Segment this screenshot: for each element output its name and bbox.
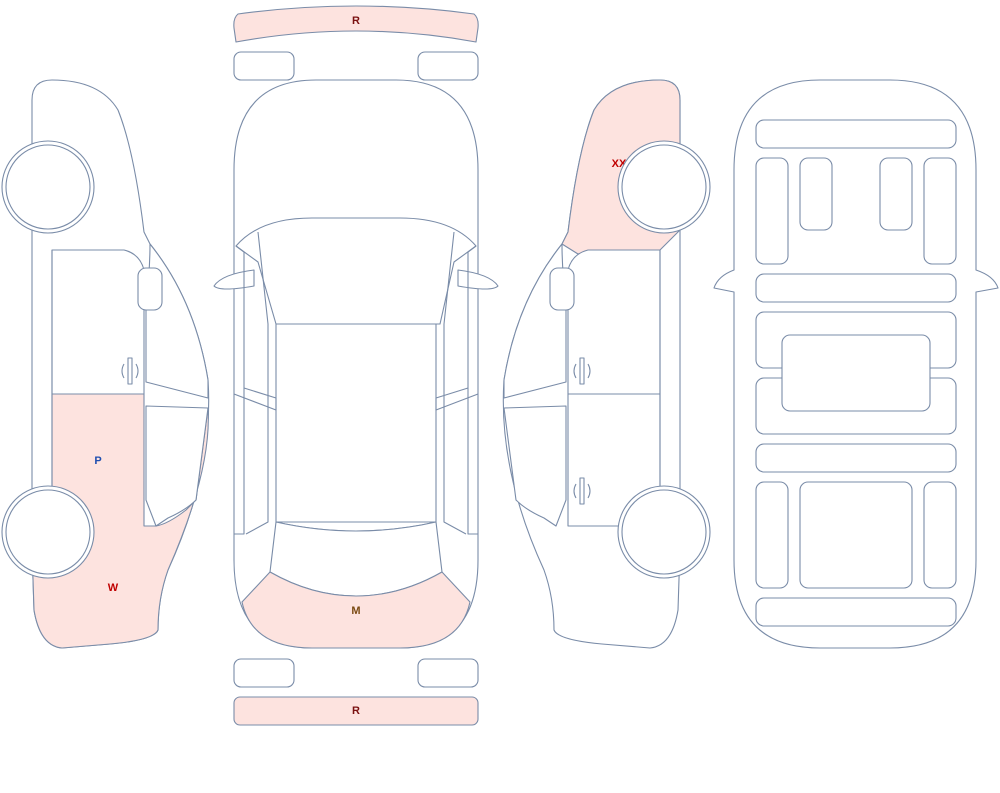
rear-bumper[interactable] xyxy=(233,696,479,726)
right-rear-handle-ring xyxy=(573,483,591,499)
right-b-pillar xyxy=(435,387,479,411)
right-rear-door-handle[interactable] xyxy=(579,477,585,505)
right-front-door[interactable] xyxy=(567,249,661,395)
right-rear-wheel xyxy=(621,489,707,575)
under-panel-1[interactable] xyxy=(755,119,957,149)
left-front-door[interactable] xyxy=(51,249,145,395)
under-panel-6b[interactable] xyxy=(799,481,913,589)
left-door-handle[interactable] xyxy=(127,357,133,385)
left-rear-quarter[interactable] xyxy=(31,393,209,649)
left-rear-wheel xyxy=(5,489,91,575)
right-mirror-top[interactable] xyxy=(417,51,479,81)
under-panel-center[interactable] xyxy=(781,334,931,412)
under-panel-2c[interactable] xyxy=(879,157,913,231)
underbody-view xyxy=(713,79,999,649)
left-rear-quarter-label: W xyxy=(108,582,119,594)
right-side-mirror[interactable] xyxy=(549,267,575,311)
right-a-pillar xyxy=(467,245,478,535)
left-side-mirror[interactable] xyxy=(137,267,163,311)
left-side-view: W P xyxy=(1,79,210,649)
under-panel-2d[interactable] xyxy=(923,157,957,265)
right-side-view: XX xyxy=(502,79,711,649)
rear-hatch[interactable] xyxy=(241,571,471,649)
left-b-pillar xyxy=(233,387,277,411)
roof[interactable] xyxy=(275,323,437,523)
under-panel-6a[interactable] xyxy=(755,481,789,589)
under-panel-6c[interactable] xyxy=(923,481,957,589)
rear-hatch-label: M xyxy=(351,605,360,617)
under-panel-5[interactable] xyxy=(755,443,957,473)
right-front-handle-ring xyxy=(573,363,591,379)
under-panel-2a[interactable] xyxy=(755,157,789,265)
left-window-rear[interactable] xyxy=(145,405,209,527)
left-a-pillar xyxy=(234,245,245,535)
right-window-rear[interactable] xyxy=(503,405,567,527)
under-panel-2b[interactable] xyxy=(799,157,833,231)
rear-bumper-label: R xyxy=(352,705,360,717)
right-mirror-bottom[interactable] xyxy=(417,658,479,688)
windshield[interactable] xyxy=(235,217,477,325)
right-door-glass xyxy=(443,231,467,535)
right-front-wheel xyxy=(621,144,707,230)
left-rear-door-label: P xyxy=(94,455,101,467)
left-front-wheel xyxy=(5,144,91,230)
left-window-front[interactable] xyxy=(145,243,209,399)
top-view: M xyxy=(213,79,499,649)
front-bumper[interactable] xyxy=(233,5,479,43)
under-panel-3[interactable] xyxy=(755,273,957,303)
right-front-door-handle[interactable] xyxy=(579,357,585,385)
left-mirror-bottom[interactable] xyxy=(233,658,295,688)
left-mirror-top[interactable] xyxy=(233,51,295,81)
left-door-handle-ring xyxy=(121,363,139,379)
under-panel-7[interactable] xyxy=(755,597,957,627)
front-bumper-label: R xyxy=(352,15,360,27)
left-door-glass xyxy=(245,231,269,535)
right-window-front[interactable] xyxy=(503,243,567,399)
